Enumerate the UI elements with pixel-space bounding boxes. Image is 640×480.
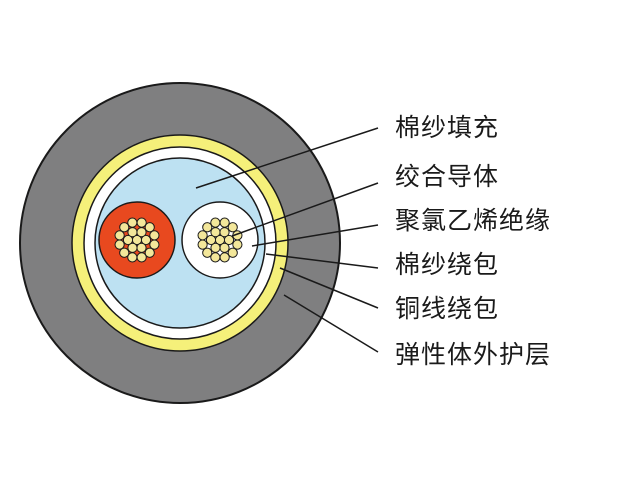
conductor-strand <box>140 234 152 246</box>
conductor-strand <box>144 222 155 233</box>
conductor-strand <box>219 242 230 253</box>
conductor-strand <box>219 252 230 263</box>
conductor-strand <box>122 234 134 246</box>
conductor-strand <box>227 247 238 258</box>
conductor-strand <box>210 252 221 263</box>
conductor-strand <box>149 230 160 241</box>
leader-line-pvc-insulation <box>251 224 379 247</box>
conductor-strand <box>119 247 130 258</box>
conductor-strand <box>144 247 155 258</box>
conductor-strand <box>114 239 125 250</box>
leader-line-copper-wire-wrap <box>279 267 379 309</box>
leader-line-cotton-filler <box>195 127 379 189</box>
leader-line-cotton-wrap <box>265 253 379 269</box>
label-cotton-filler: 棉纱填充 <box>395 113 500 142</box>
conductor-strand <box>223 234 235 246</box>
conductor-strand <box>119 222 130 233</box>
stranded-conductor-left <box>114 217 160 263</box>
conductor-strand <box>219 227 230 238</box>
conductor-strand <box>210 227 221 238</box>
conductor-strand <box>114 230 125 241</box>
conductor-strand <box>197 230 208 241</box>
conductor-strand <box>127 227 138 238</box>
leader-line-elastomer-sheath <box>283 294 379 353</box>
stranded-conductor-right <box>197 217 243 263</box>
conductor-strand <box>210 217 221 228</box>
conductor-strand <box>136 227 147 238</box>
label-copper-wire-wrap: 铜线绕包 <box>395 294 500 323</box>
conductor-strand <box>205 234 217 246</box>
label-elastomer-sheath: 弹性体外护层 <box>395 340 552 369</box>
label-pvc-insulation: 聚氯乙烯绝缘 <box>395 206 552 235</box>
label-stranded-conductor: 绞合导体 <box>395 162 500 191</box>
cotton-filler <box>94 157 266 329</box>
conductor-strand <box>202 222 213 233</box>
label-cotton-wrap: 棉纱绕包 <box>395 250 500 279</box>
conductor-strand <box>227 222 238 233</box>
conductor-strand <box>136 252 147 263</box>
conductor-strand <box>136 217 147 228</box>
conductor-strand <box>136 242 147 253</box>
conductor-strand <box>127 252 138 263</box>
conductor-strand <box>127 217 138 228</box>
conductor-strand <box>202 247 213 258</box>
conductor-strand <box>219 217 230 228</box>
conductor-strand <box>197 239 208 250</box>
leader-line-stranded-conductor <box>231 182 379 237</box>
